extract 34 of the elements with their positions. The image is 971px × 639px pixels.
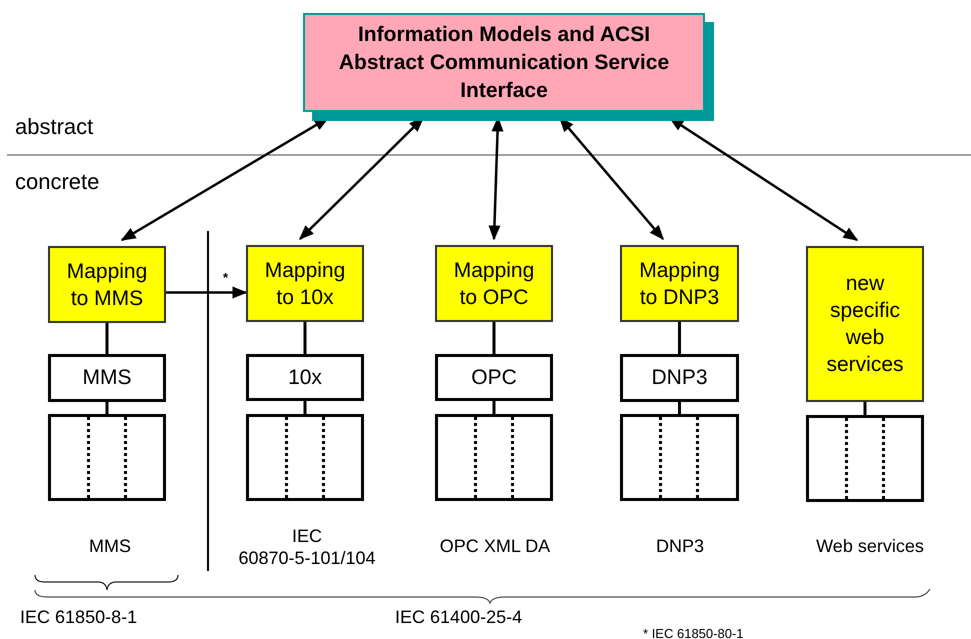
process-box: 10x bbox=[246, 354, 364, 401]
protocol-stack-box bbox=[48, 414, 166, 501]
connector-line bbox=[864, 402, 866, 415]
process-box: Mapping to MMS bbox=[48, 246, 166, 323]
standard-label: MMS bbox=[88, 535, 132, 557]
process-box: Mapping to 10x bbox=[246, 245, 364, 322]
standard-label: IEC 61850-8-1 bbox=[20, 606, 138, 628]
footnote: * IEC 61850-80-1 bbox=[643, 625, 744, 639]
connector-line bbox=[106, 402, 108, 414]
connector-line bbox=[492, 401, 496, 414]
process-box: new specific web services bbox=[806, 246, 924, 402]
protocol-stack-box bbox=[246, 414, 364, 501]
process-box: MMS bbox=[48, 354, 166, 402]
standard-label: DNP3 bbox=[654, 535, 705, 557]
process-box: DNP3 bbox=[620, 354, 739, 402]
process-box: Mapping to OPC bbox=[435, 245, 553, 322]
connector-line bbox=[492, 322, 496, 354]
connector-line bbox=[106, 323, 108, 354]
protocol-stack-box bbox=[435, 414, 553, 501]
standard-label: IEC 60870-5-101/104 bbox=[237, 525, 377, 569]
connector-line bbox=[678, 402, 681, 414]
standard-label: Web services bbox=[815, 535, 925, 557]
connector-line bbox=[304, 322, 306, 354]
standard-label: OPC XML DA bbox=[438, 535, 552, 557]
arrow bbox=[166, 286, 248, 298]
connector-line bbox=[304, 401, 306, 414]
process-box: Mapping to DNP3 bbox=[620, 245, 739, 322]
layer-label: abstract bbox=[15, 113, 94, 141]
protocol-stack-box bbox=[806, 415, 924, 502]
protocol-stack-box bbox=[620, 414, 739, 501]
layer-label: concrete bbox=[15, 168, 100, 196]
process-box: OPC bbox=[435, 354, 553, 401]
connector-line bbox=[678, 322, 681, 354]
standard-label: IEC 61400-25-4 bbox=[395, 606, 524, 628]
